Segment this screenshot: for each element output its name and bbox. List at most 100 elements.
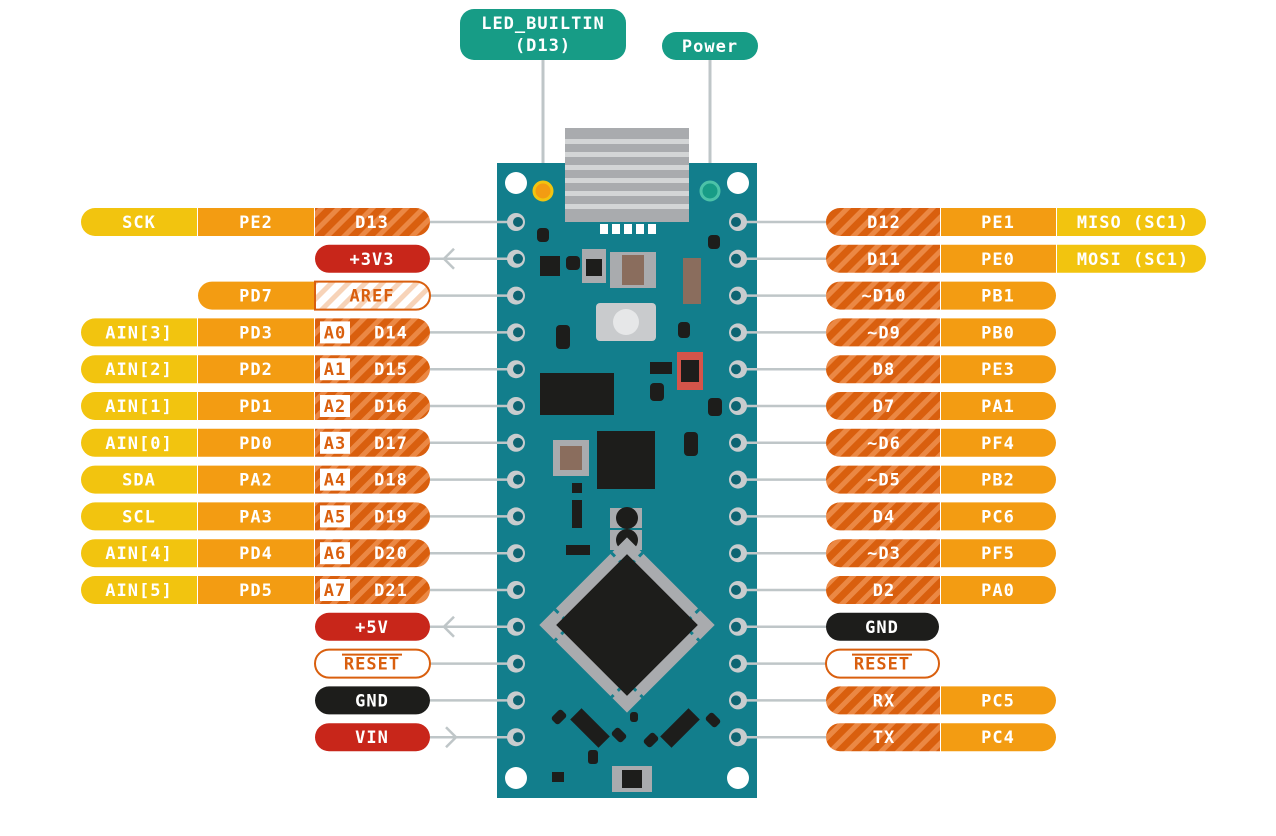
pin-pad-hole — [513, 585, 523, 595]
port-pin-text: PD2 — [239, 360, 273, 380]
port-pin-label — [198, 208, 314, 236]
pin-pad-hole — [513, 548, 523, 559]
right-pin-12: RESET — [729, 648, 940, 679]
alt-function-label — [81, 318, 197, 347]
digital-pin-label — [826, 281, 940, 310]
arduino-nano-board — [497, 128, 757, 798]
led-builtin-label: LED_BUILTIN — [481, 14, 605, 34]
power-pin-label — [315, 612, 430, 641]
pin-pad-hole — [731, 732, 741, 743]
port-pin-label — [941, 428, 1056, 457]
alt-function-label — [81, 576, 197, 604]
digital-pin-text: D8 — [873, 360, 895, 380]
port-pin-text: PD7 — [239, 287, 273, 307]
pin-pad-hole — [731, 474, 741, 485]
power-in-arrow-icon — [445, 726, 458, 749]
port-pin-label — [941, 355, 1056, 384]
power-out-arrow-icon — [442, 615, 455, 638]
port-pin-text: PA3 — [239, 507, 273, 527]
digital-pin-text: D14 — [374, 323, 408, 343]
port-pin-label — [941, 723, 1056, 752]
pin-pad-hole — [731, 364, 741, 375]
power-pin-text: +3V3 — [350, 250, 395, 270]
port-pin-text: PB2 — [981, 471, 1015, 491]
alt-function-text: SCK — [122, 213, 156, 233]
pin-pad-hole — [513, 401, 523, 411]
digital-pin-text: ~D6 — [867, 434, 901, 454]
pin-pad-hole — [513, 290, 523, 301]
digital-pin-label — [826, 465, 940, 494]
pin-pad-hole — [731, 290, 741, 301]
port-pin-text: PE0 — [981, 250, 1015, 270]
pin-pad-hole — [513, 437, 523, 448]
gnd-pin-label — [826, 612, 940, 641]
gnd-pin-label — [315, 686, 430, 715]
pin-pad-hole — [731, 658, 741, 669]
port-pin-text: PE2 — [239, 213, 273, 233]
analog-pin-text: A2 — [324, 397, 346, 417]
digital-pin-text: D17 — [374, 434, 408, 454]
pin-pad-hole — [731, 695, 741, 706]
pin-pad-hole — [731, 548, 741, 559]
power-out-arrow-icon — [442, 247, 455, 270]
port-pin-label — [941, 208, 1056, 236]
pin-pad-hole — [731, 217, 741, 227]
pin-pad-hole — [731, 585, 741, 595]
port-pin-label — [941, 686, 1056, 715]
port-pin-label — [941, 392, 1056, 420]
port-pin-text: PE3 — [981, 360, 1015, 380]
pin-pad-hole — [513, 658, 523, 669]
alt-function-text: AIN[1] — [105, 397, 172, 417]
right-pin-7: ~D5 PB2 — [729, 465, 1056, 494]
right-pin-4: D8 PE3 — [729, 355, 1056, 384]
pin-pad-hole — [513, 511, 523, 522]
alt-function-text: AIN[5] — [105, 581, 172, 601]
alt-function-text: AIN[3] — [105, 323, 172, 343]
aref-pin-text: AREF — [350, 287, 395, 307]
port-pin-label — [941, 244, 1056, 273]
port-pin-label — [941, 539, 1056, 568]
digital-pin-text: D12 — [867, 213, 901, 233]
digital-pin-text: D15 — [374, 360, 408, 380]
digital-pin-text: D2 — [873, 581, 895, 601]
port-pin-text: PD5 — [239, 581, 273, 601]
pin-pad-hole — [731, 437, 741, 448]
mount-hole — [505, 767, 527, 789]
pin-pad-hole — [513, 327, 523, 338]
power-pin-label — [315, 244, 430, 273]
left-pin-11: +5V — [315, 612, 525, 641]
analog-pin-text: A6 — [324, 544, 346, 564]
analog-pin-text: A4 — [324, 471, 346, 491]
alt-function-label — [80, 502, 197, 531]
digital-pin-label — [826, 318, 940, 347]
port-pin-label — [198, 576, 314, 604]
port-pin-label — [941, 576, 1056, 604]
port-pin-text: PA0 — [981, 581, 1015, 601]
port-pin-text: PD3 — [239, 323, 273, 343]
port-pin-label — [198, 502, 314, 531]
reset-pin-text: RESET — [854, 655, 910, 675]
alt-function-text: MISO (SC1) — [1077, 213, 1189, 233]
port-pin-text: PC5 — [981, 691, 1015, 711]
analog-pin-badge — [320, 505, 350, 528]
digital-pin-text: ~D10 — [862, 287, 907, 307]
pin-pad-hole — [731, 511, 741, 522]
alt-function-text: AIN[2] — [105, 360, 172, 380]
port-pin-text: PC6 — [981, 507, 1015, 527]
port-pin-text: PB0 — [981, 323, 1015, 343]
analog-pin-badge — [320, 431, 350, 454]
pin-pad-hole — [513, 695, 523, 706]
pin-pad-hole — [731, 401, 741, 411]
digital-pin-text: ~D5 — [867, 471, 901, 491]
port-pin-text: PF4 — [981, 434, 1015, 454]
